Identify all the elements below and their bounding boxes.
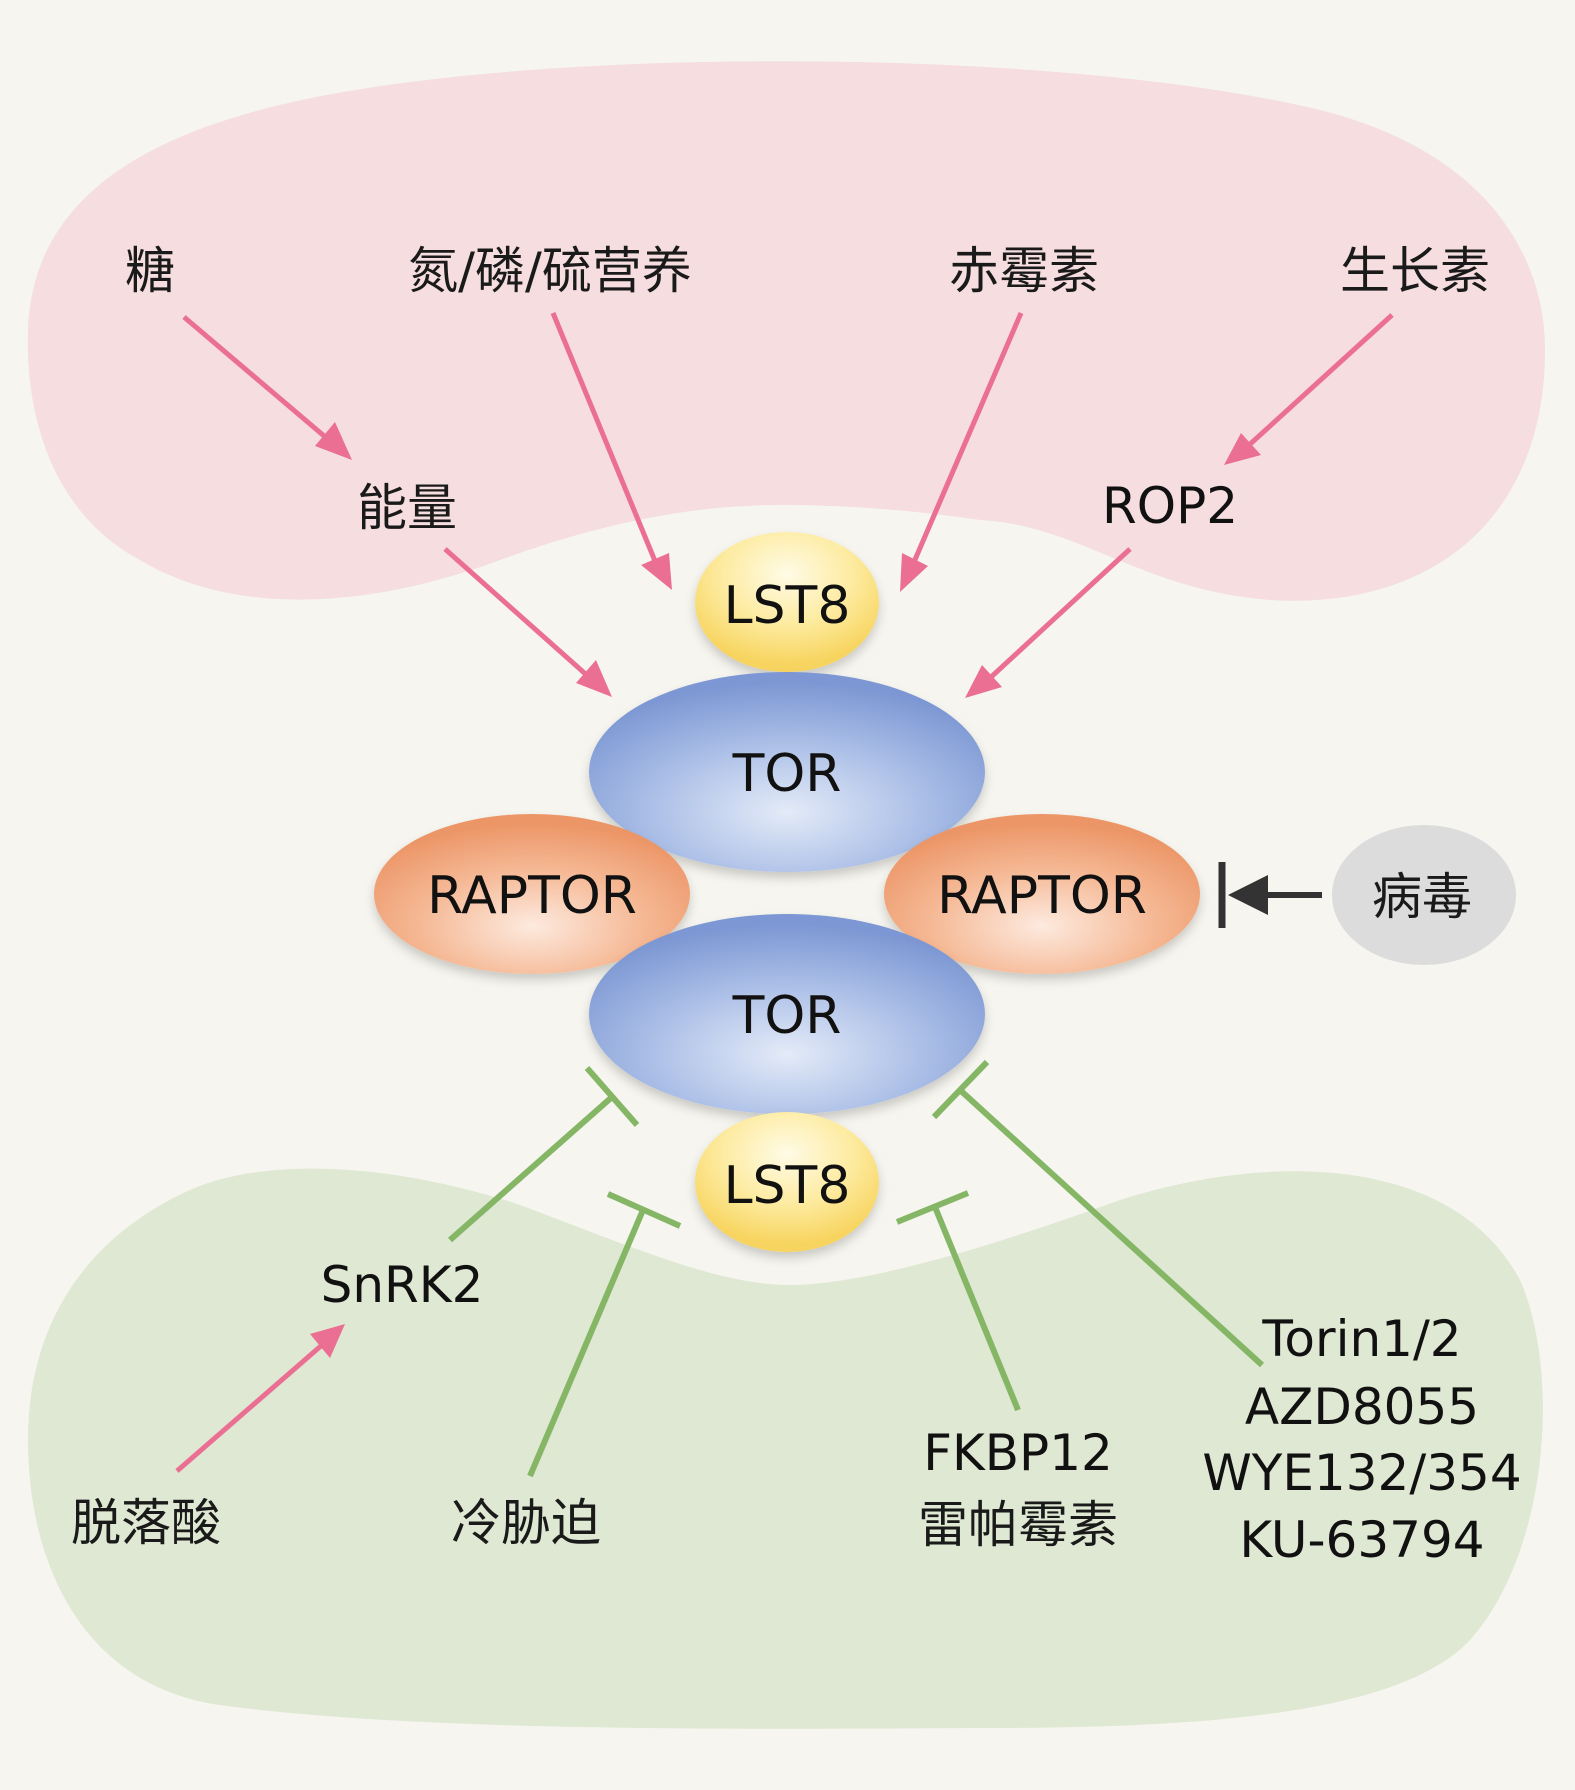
raptor-left-shape <box>374 814 690 974</box>
raptor-right-label: RAPTOR <box>937 866 1147 926</box>
rop2-label: ROP2 <box>1102 477 1238 535</box>
inhibition-lines <box>448 1059 1265 1478</box>
tor-top-shape <box>589 672 985 872</box>
tor-bottom-label: TOR <box>732 986 842 1046</box>
arrow-energy-to-tor <box>443 547 612 697</box>
tor-top-label: TOR <box>732 744 842 804</box>
activation-arrows <box>175 312 1394 1473</box>
nutrients-label: 氮/磷/硫营养 <box>408 242 692 300</box>
gibberellin-label: 赤霉素 <box>949 242 1099 300</box>
raptor-left-label: RAPTOR <box>427 866 637 926</box>
fkbp12-label: FKBP12 <box>923 1424 1113 1482</box>
ku-label: KU-63794 <box>1239 1511 1484 1569</box>
sugar-label: 糖 <box>125 242 175 300</box>
arrow-sugar-to-energy <box>182 315 352 460</box>
arrow-rop2-to-tor <box>965 547 1132 698</box>
inhibition-region <box>28 1168 1543 1729</box>
inhibit-cold-to-lst8 <box>527 1191 682 1478</box>
inhibit-snrk2-to-tor <box>448 1066 640 1243</box>
arrow-auxin-to-rop2 <box>1224 313 1394 465</box>
virus-circle <box>1332 825 1516 965</box>
arrow-aba-to-snrk2 <box>175 1324 345 1473</box>
auxin-label: 生长素 <box>1340 242 1490 300</box>
arrow-gibberellin-to-lst8 <box>900 312 1024 592</box>
lst8-top-shape <box>695 532 879 672</box>
azd-label: AZD8055 <box>1245 1378 1479 1436</box>
cold-stress-label: 冷胁迫 <box>451 1494 601 1552</box>
aba-label: 脱落酸 <box>71 1494 221 1552</box>
lst8-bottom-shape <box>695 1112 879 1252</box>
activation-region <box>27 61 1545 601</box>
raptor-right-shape <box>884 814 1200 974</box>
snrk2-label: SnRK2 <box>321 1256 484 1314</box>
arrow-nutrients-to-lst8 <box>550 312 672 590</box>
virus-label: 病毒 <box>1372 868 1472 926</box>
wye-label: WYE132/354 <box>1202 1444 1521 1502</box>
virus-inhibit-arrow <box>1218 862 1322 928</box>
lst8-bottom-label: LST8 <box>724 1156 851 1216</box>
inhibit-fkbp12-to-lst8 <box>895 1190 1021 1412</box>
lst8-top-label: LST8 <box>724 576 851 636</box>
tor-bottom-shape <box>589 914 985 1114</box>
torin-label: Torin1/2 <box>1261 1310 1461 1368</box>
rapamycin-label: 雷帕霉素 <box>918 1496 1118 1554</box>
inhibit-torin-to-tor <box>931 1059 1265 1368</box>
energy-label: 能量 <box>357 479 457 537</box>
